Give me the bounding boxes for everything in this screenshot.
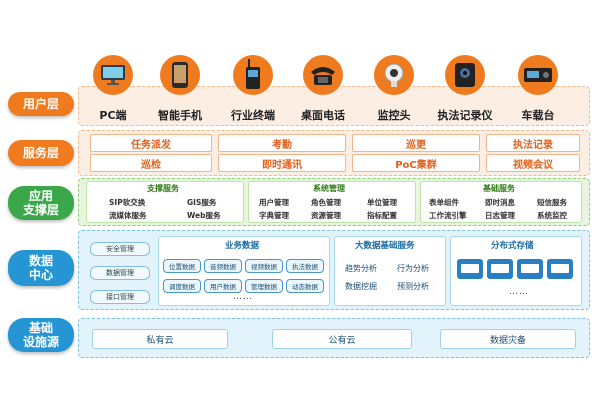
chip-audio-data: 音频数据	[204, 259, 242, 273]
desk-phone-icon	[303, 55, 343, 95]
basic-services-panel: 基础服务 表单组件 即时消息 短信服务 工作流引擎 日志管理 系统监控	[420, 181, 582, 223]
monitor-icon	[93, 55, 133, 95]
car-radio-icon	[518, 55, 558, 95]
storage-server-icon-3	[517, 259, 543, 279]
service-attendance: 考勤	[218, 134, 346, 152]
basic-item-form: 表单组件	[429, 198, 459, 207]
device-label-smartphone: 智能手机	[158, 109, 202, 122]
support-services-title: 支撑服务	[147, 184, 179, 193]
support-item-web: Web服务	[187, 211, 221, 220]
device-label-desk-phone: 桌面电话	[301, 109, 345, 122]
infra-private-cloud: 私有云	[92, 329, 228, 349]
bigdata-data-mining: 数据挖掘	[345, 282, 377, 291]
support-services-panel: 支撑服务 SIP软交换 GIS服务 流媒体服务 Web服务	[86, 181, 244, 223]
distributed-storage-title: 分布式存储	[491, 241, 534, 251]
device-label-car-radio: 车载台	[521, 109, 555, 122]
chip-video-data: 视频数据	[245, 259, 283, 273]
db-data-management: 数据管理	[90, 266, 150, 280]
body-camera-icon	[445, 55, 485, 95]
service-instant-messaging: 即时通讯	[218, 154, 346, 172]
bigdata-trend-analysis: 趋势分析	[345, 264, 377, 273]
infra-public-cloud: 公有云	[272, 329, 412, 349]
db-security-management: 安全管理	[90, 242, 150, 256]
basic-item-monitor: 系统监控	[537, 211, 567, 220]
basic-item-workflow: 工作流引擎	[429, 211, 467, 220]
support-item-streaming: 流媒体服务	[109, 211, 147, 220]
service-law-record: 执法记录	[486, 134, 580, 152]
bigdata-behavior-analysis: 行为分析	[397, 264, 429, 273]
smartphone-icon	[160, 55, 200, 95]
service-task-dispatch: 任务派发	[90, 134, 212, 152]
chip-law-data: 执法数据	[286, 259, 324, 273]
sysmgmt-item-unit: 单位管理	[367, 198, 397, 207]
db-interface-management: 接口管理	[90, 290, 150, 304]
business-data-title: 业务数据	[225, 241, 260, 251]
sysmgmt-item-role: 角色管理	[311, 198, 341, 207]
infra-data-disaster-recovery: 数据灾备	[440, 329, 576, 349]
basic-item-sms: 短信服务	[537, 198, 567, 207]
device-label-pc: PC端	[99, 109, 127, 122]
service-video-conference: 视频会议	[486, 154, 580, 172]
service-inspection: 巡检	[90, 154, 212, 172]
service-patrol: 巡更	[352, 134, 480, 152]
layer-label-user: 用户层	[8, 92, 74, 116]
chip-location-data: 位置数据	[163, 259, 201, 273]
distributed-storage-panel: 分布式存储 ……	[450, 236, 582, 306]
storage-server-icon-4	[547, 259, 573, 279]
chip-dynamic-data: 动态数据	[286, 279, 324, 293]
camera-icon	[374, 55, 414, 95]
bigdata-panel: 大数据基础服务 趋势分析 行为分析 数据挖掘 预测分析	[334, 236, 446, 306]
sysmgmt-item-resource: 资源管理	[311, 211, 341, 220]
basic-item-log: 日志管理	[485, 211, 515, 220]
bigdata-predictive-analysis: 预测分析	[397, 282, 429, 291]
basic-services-title: 基础服务	[483, 184, 515, 193]
device-label-body-camera: 执法记录仪	[437, 109, 493, 122]
sysmgmt-item-dictionary: 字典管理	[259, 211, 289, 220]
bigdata-title: 大数据基础服务	[355, 241, 415, 251]
device-label-camera: 监控头	[377, 109, 411, 122]
layer-label-support: 应用 支撑层	[8, 186, 74, 220]
service-poc-cluster: PoC集群	[352, 154, 480, 172]
support-item-sip: SIP软交换	[109, 198, 146, 207]
chip-dispatch-data: 调度数据	[163, 279, 201, 293]
business-more: ……	[233, 292, 253, 302]
layer-label-service: 服务层	[8, 140, 74, 166]
sysmgmt-item-indicator: 指标配置	[367, 211, 397, 220]
layer-label-data: 数据 中心	[8, 250, 74, 286]
layer-label-infra: 基础 设施源	[8, 318, 74, 352]
chip-user-data: 用户数据	[204, 279, 242, 293]
basic-item-im: 即时消息	[485, 198, 515, 207]
walkie-talkie-icon	[233, 55, 273, 95]
chip-management-data: 管理数据	[245, 279, 283, 293]
support-item-gis: GIS服务	[187, 198, 217, 207]
device-label-industry-terminal: 行业终端	[231, 109, 275, 122]
storage-more: ……	[509, 287, 529, 297]
business-data-panel: 业务数据 位置数据 音频数据 视频数据 执法数据 调度数据 用户数据 管理数据 …	[158, 236, 330, 306]
system-management-panel: 系统管理 用户管理 角色管理 单位管理 字典管理 资源管理 指标配置	[248, 181, 416, 223]
storage-server-icon-1	[457, 259, 483, 279]
sysmgmt-item-user: 用户管理	[259, 198, 289, 207]
storage-server-icon-2	[487, 259, 513, 279]
system-management-title: 系统管理	[313, 184, 345, 193]
